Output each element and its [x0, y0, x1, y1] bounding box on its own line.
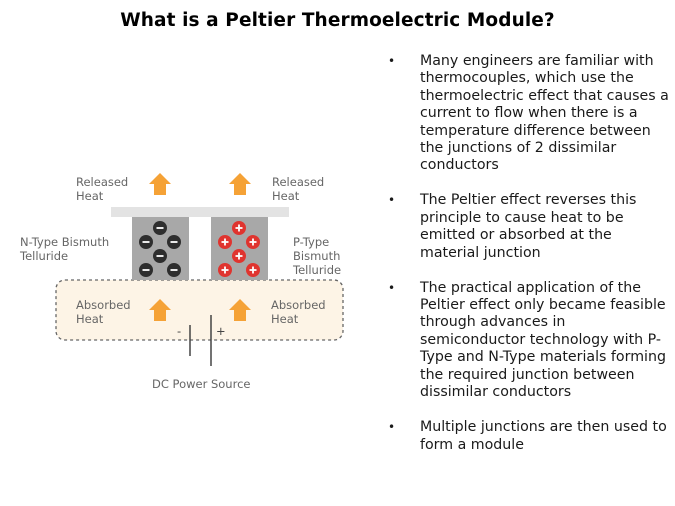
label-line: Heat: [76, 312, 104, 326]
label-line: Absorbed: [271, 298, 326, 312]
bullet-text: Many engineers are familiar with thermoc…: [420, 53, 669, 174]
bullet-item: • The practical application of the Peltie…: [383, 280, 673, 402]
bullet-text: Multiple junctions are then used to form…: [420, 419, 667, 453]
absorbed-heat-arrow-icon: [149, 299, 171, 321]
bullet-text: The Peltier effect reverses this princip…: [420, 192, 637, 261]
electron-icon: [167, 263, 181, 277]
absorbed-heat-arrow-icon: [229, 299, 251, 321]
bullet-item: • Multiple junctions are then used to for…: [383, 419, 673, 454]
n-type-label: N-Type Bismuth Telluride: [20, 235, 109, 263]
label-line: Heat: [271, 312, 299, 326]
released-heat-arrow-icon: [149, 173, 171, 195]
label-line: Absorbed: [76, 298, 131, 312]
hole-icon: [218, 235, 232, 249]
released-heat-left-label: Released Heat: [76, 175, 128, 203]
heat-arrows-group: [149, 173, 251, 321]
bullet-text: The practical application of the Peltier…: [420, 279, 666, 401]
bullet-item: • The Peltier effect reverses this princi…: [383, 192, 673, 262]
hole-icon: [232, 221, 246, 235]
label-line: Released: [76, 175, 129, 189]
electron-icon: [153, 249, 167, 263]
released-heat-right-label: Released Heat: [272, 175, 324, 203]
electron-icon: [153, 221, 167, 235]
label-line: P-Type Bismuth: [293, 235, 341, 263]
dc-power-source-label: DC Power Source: [152, 377, 251, 391]
peltier-diagram: Released Heat Released Heat N-Type Bismu…: [20, 173, 370, 391]
hole-icon: [232, 249, 246, 263]
holes-group: [218, 221, 260, 277]
absorbed-heat-zone: [55, 279, 344, 341]
label-line: Telluride: [20, 249, 69, 263]
bullet-dot: •: [388, 280, 396, 295]
minus-sign: -: [177, 324, 182, 338]
electrons-group: [139, 221, 181, 277]
label-line: N-Type Bismuth: [20, 235, 110, 249]
bullet-item: • Many engineers are familiar with thermo…: [383, 53, 673, 175]
hole-icon: [218, 263, 232, 277]
label-line: Heat: [272, 189, 300, 203]
label-line: Heat: [76, 189, 104, 203]
released-heat-arrow-icon: [229, 173, 251, 195]
bullet-dot: •: [388, 54, 396, 68]
electron-icon: [139, 263, 153, 277]
bullet-dot: •: [388, 193, 396, 208]
electron-icon: [139, 235, 153, 249]
label-line: Telluride: [293, 263, 342, 277]
p-type-label: P-Type Bismuth Telluride: [293, 235, 370, 277]
bullet-dot: •: [388, 420, 396, 435]
top-plate: [111, 207, 289, 217]
plus-sign: +: [216, 324, 226, 338]
diagram-graphic: [55, 173, 344, 366]
bullet-list: • Many engineers are familiar with thermo…: [383, 53, 673, 472]
label-line: Released: [272, 175, 325, 189]
electron-icon: [167, 235, 181, 249]
hole-icon: [246, 235, 260, 249]
absorbed-heat-left-label: Absorbed Heat: [76, 298, 131, 326]
slide-title: What is a Peltier Thermoelectric Module?: [120, 10, 555, 31]
hole-icon: [246, 263, 260, 277]
absorbed-heat-right-label: Absorbed Heat: [271, 298, 326, 326]
